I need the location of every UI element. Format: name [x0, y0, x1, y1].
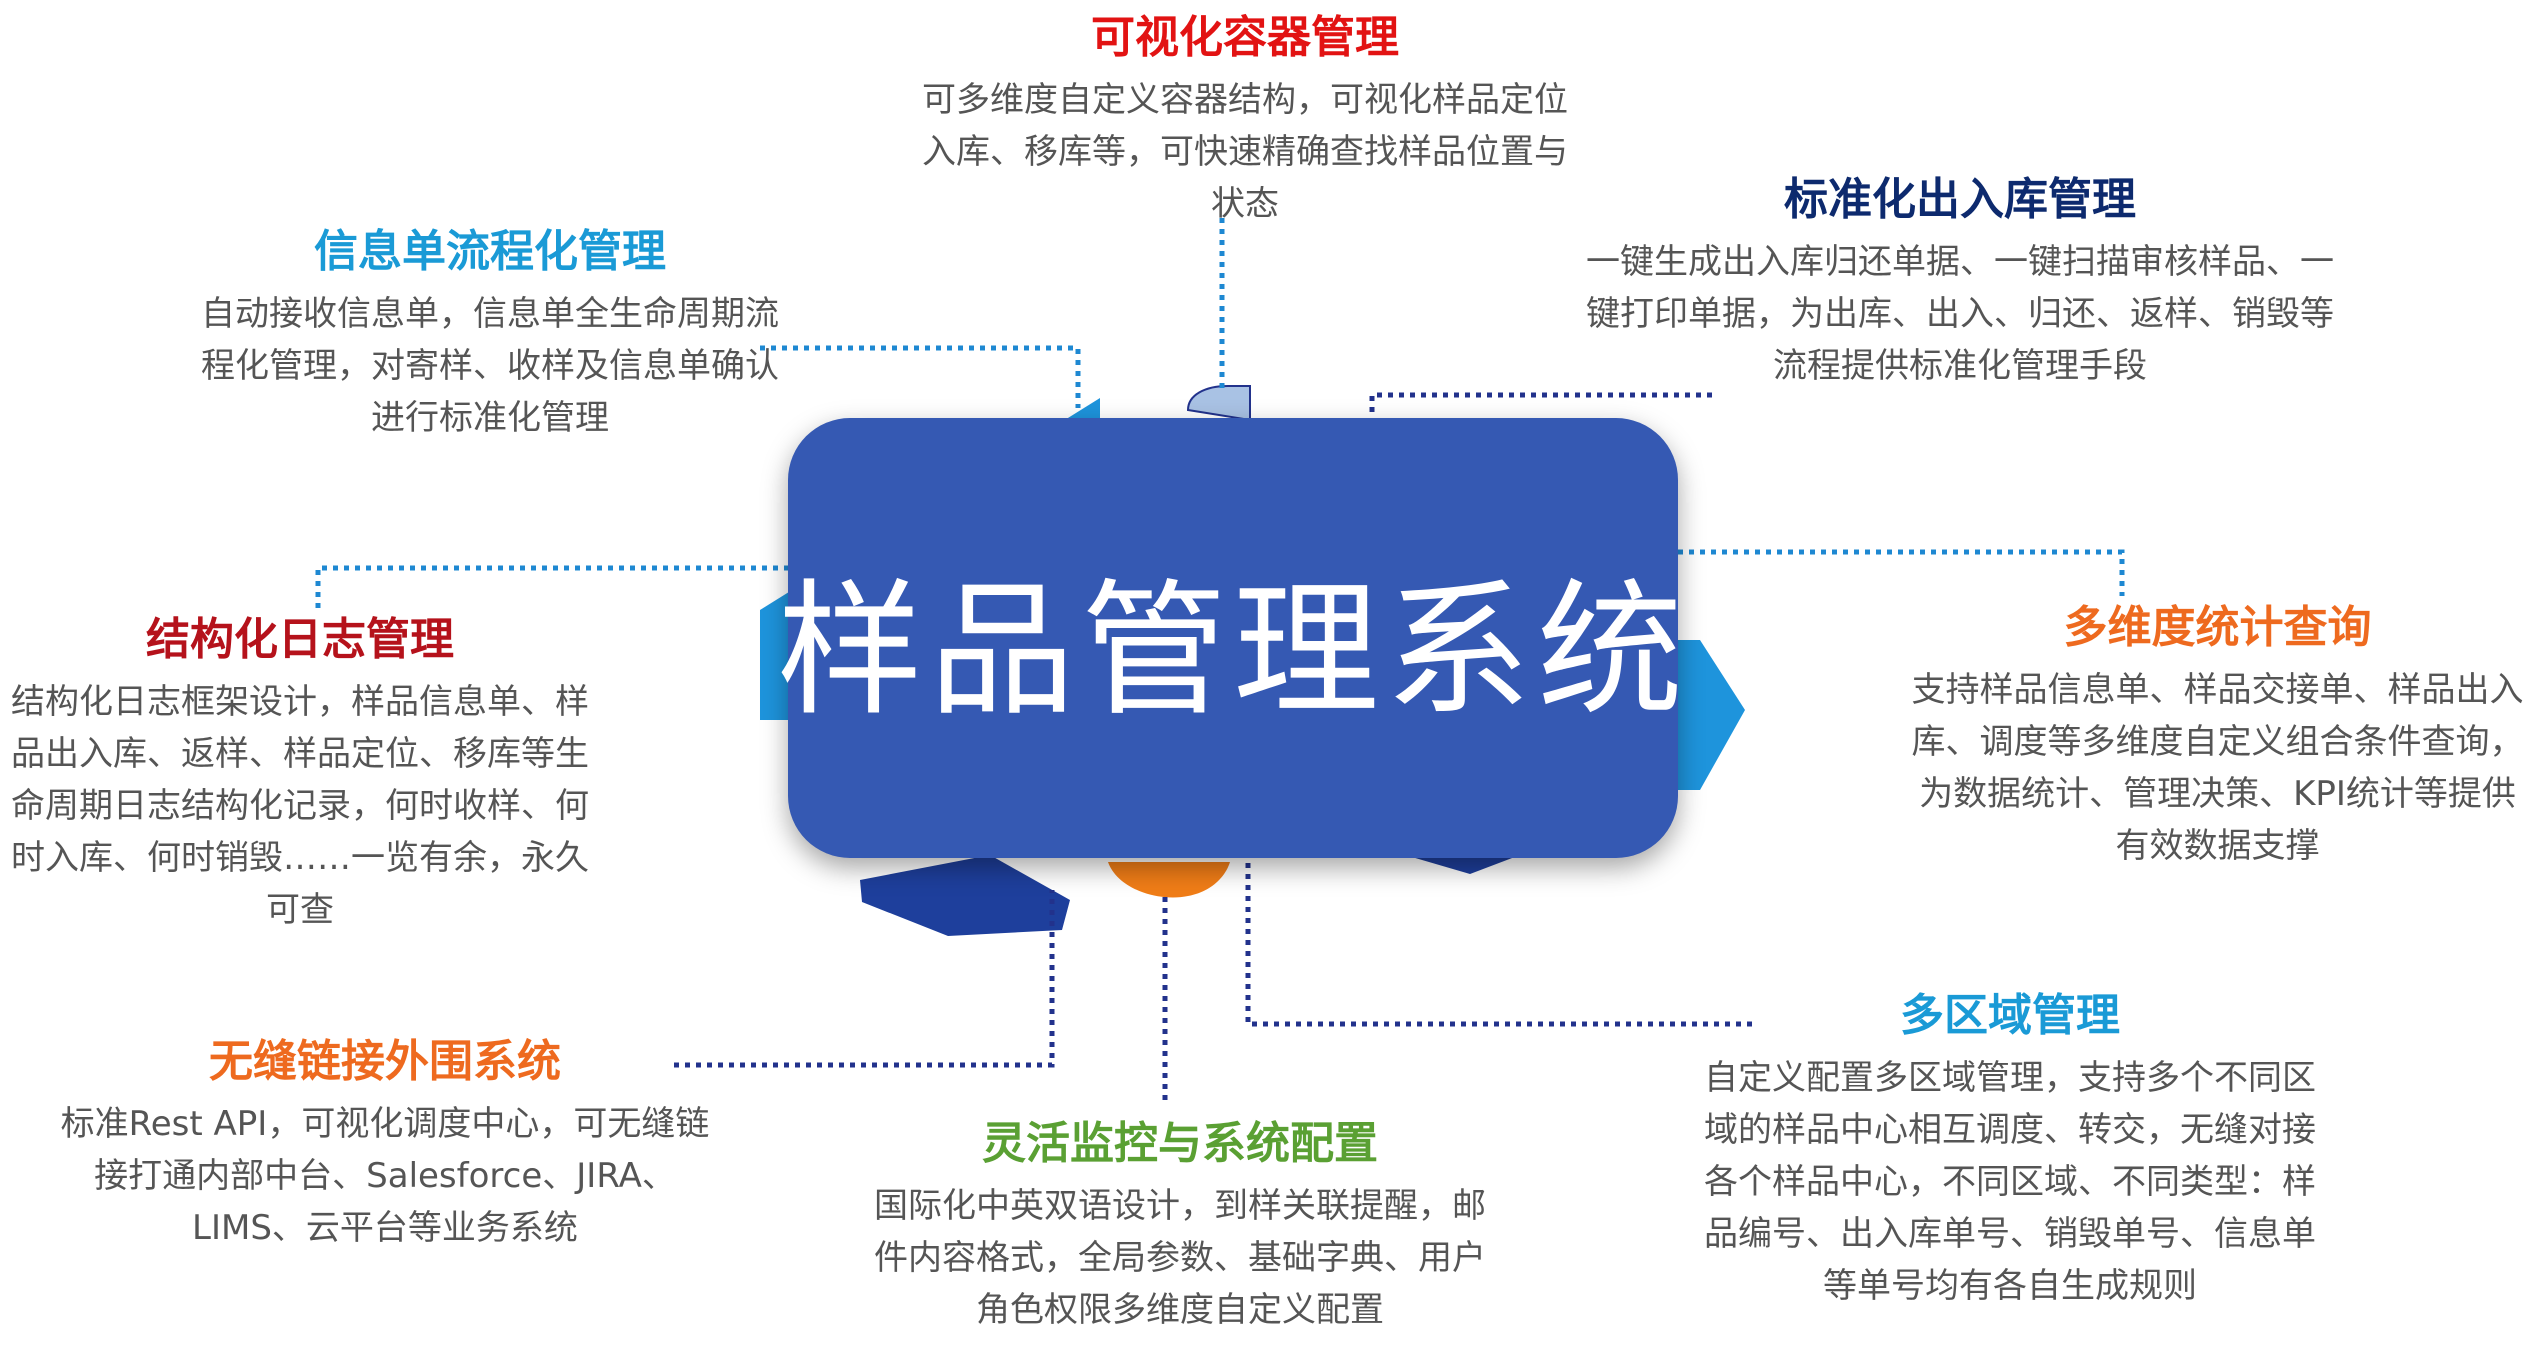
feature-title: 无缝链接外围系统	[209, 1036, 561, 1087]
connector-log	[315, 565, 790, 608]
central-system-box: 样品管理系统	[777, 418, 1683, 858]
feature-title: 多维度统计查询	[2063, 602, 2372, 653]
feature-structured-log-management: 结构化日志管理 结构化日志框架设计，样品信息单、样品出入库、返样、样品定位、移库…	[10, 610, 590, 936]
drop-shape-bottom	[1108, 862, 1230, 898]
drop-shape-top	[1186, 385, 1251, 422]
feature-description: 可多维度自定义容器结构，可视化样品定位入库、移库等，可快速精确查找样品位置与状态	[922, 80, 1568, 224]
feature-info-sheet-management: 信息单流程化管理 自动接收信息单，信息单全生命周期流程化管理，对寄样、收样及信息…	[200, 222, 780, 444]
connector-integration	[674, 890, 1055, 1068]
feature-multi-region-management: 多区域管理 自定义配置多区域管理，支持多个不同区域的样品中心相互调度、转交，无缝…	[1690, 986, 2330, 1312]
connector-stats	[1678, 549, 2125, 596]
connector-standard-io	[1369, 392, 1712, 478]
feature-description: 标准Rest API，可视化调度中心，可无缝链接打通内部中台、Salesforc…	[60, 1104, 710, 1248]
feature-title: 结构化日志管理	[146, 614, 454, 665]
hex-shape-bottom-left	[860, 855, 1070, 936]
feature-title: 灵活监控与系统配置	[982, 1118, 1378, 1169]
feature-title: 标准化出入库管理	[1784, 174, 2136, 225]
connector-info-sheet	[760, 345, 1081, 408]
feature-standard-io-management: 标准化出入库管理 一键生成出入库归还单据、一键扫描审核样品、一键打印单据，为出库…	[1575, 170, 2345, 392]
feature-description: 国际化中英双语设计，到样关联提醒，邮件内容格式，全局参数、基础字典、用户角色权限…	[874, 1186, 1486, 1330]
feature-monitoring-config: 灵活监控与系统配置 国际化中英双语设计，到样关联提醒，邮件内容格式，全局参数、基…	[860, 1114, 1500, 1336]
feature-title: 多区域管理	[1900, 990, 2120, 1041]
feature-description: 自动接收信息单，信息单全生命周期流程化管理，对寄样、收样及信息单确认进行标准化管…	[201, 294, 779, 438]
connector-region	[1245, 862, 1752, 1027]
feature-title: 可视化容器管理	[1091, 12, 1399, 63]
feature-container-management: 可视化容器管理 可多维度自定义容器结构，可视化样品定位入库、移库等，可快速精确查…	[910, 8, 1580, 230]
feature-description: 一键生成出入库归还单据、一键扫描审核样品、一键打印单据，为出库、出入、归还、返样…	[1586, 242, 2334, 386]
feature-title: 信息单流程化管理	[314, 226, 666, 277]
feature-multidimensional-stats: 多维度统计查询 支持样品信息单、样品交接单、样品出入库、调度等多维度自定义组合条…	[1905, 598, 2530, 872]
feature-description: 结构化日志框架设计，样品信息单、样品出入库、返样、样品定位、移库等生命周期日志结…	[11, 682, 589, 930]
feature-description: 自定义配置多区域管理，支持多个不同区域的样品中心相互调度、转交，无缝对接各个样品…	[1704, 1058, 2316, 1306]
hex-shape-bottom-right	[1405, 855, 1520, 874]
feature-description: 支持样品信息单、样品交接单、样品出入库、调度等多维度自定义组合条件查询，为数据统…	[1911, 670, 2524, 866]
feature-peripheral-integration: 无缝链接外围系统 标准Rest API，可视化调度中心，可无缝链接打通内部中台、…	[50, 1032, 720, 1254]
central-system-title: 样品管理系统	[777, 565, 1689, 736]
